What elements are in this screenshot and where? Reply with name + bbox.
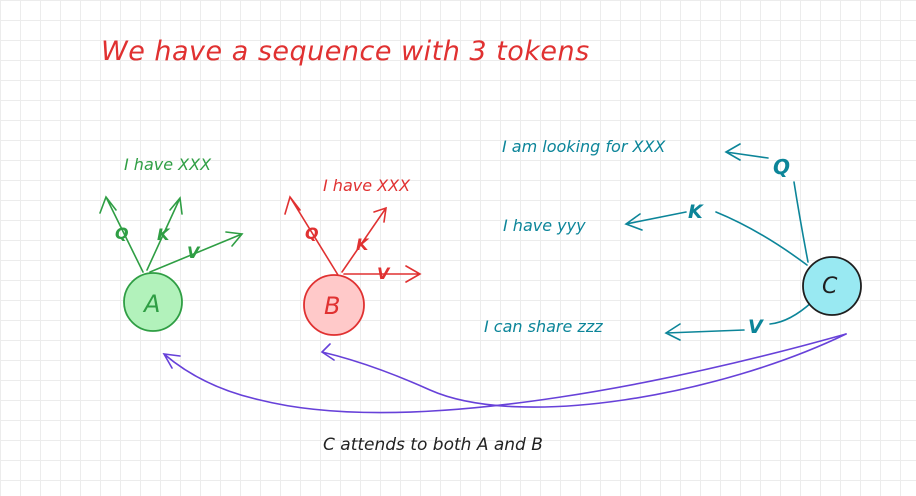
token-a-group	[99, 195, 244, 332]
token-b-group	[284, 195, 422, 336]
token-c-q-note: I am looking for XXX	[502, 137, 666, 156]
token-c-q-link	[793, 181, 809, 263]
token-c-k-note: I have yyy	[503, 216, 586, 235]
token-c-q-label: Q	[773, 155, 791, 179]
token-a-q-label: Q	[115, 224, 129, 243]
token-a-v-arrow	[149, 231, 244, 273]
token-a-note: I have XXX	[124, 155, 212, 174]
token-a-v-label: V	[187, 243, 200, 262]
attention-arrow-c-to-b	[320, 333, 847, 408]
token-a-q-arrow	[99, 195, 144, 273]
token-a-k-arrow	[146, 196, 183, 271]
token-b-circle[interactable]	[303, 274, 365, 336]
token-c-v-label: V	[748, 316, 763, 338]
token-c-k-link	[715, 211, 808, 266]
token-c-k-label: K	[688, 201, 703, 223]
token-c-v-arrow	[664, 323, 745, 341]
token-b-k-label: K	[356, 235, 369, 254]
token-b-v-label: V	[377, 264, 390, 283]
token-c-label: C	[822, 274, 838, 299]
token-b-note: I have XXX	[323, 176, 411, 195]
token-b-q-arrow	[284, 195, 339, 276]
token-c-k-arrow	[624, 211, 687, 231]
token-b-label: B	[324, 292, 341, 320]
token-a-k-label: K	[157, 225, 170, 244]
token-c-group	[624, 143, 862, 341]
token-b-k-arrow	[341, 206, 387, 273]
token-b-q-label: Q	[305, 224, 319, 243]
attention-arrow-c-to-a	[162, 333, 847, 414]
token-c-q-arrow	[724, 143, 769, 161]
token-c-v-link	[769, 301, 813, 325]
attention-arrows	[162, 333, 847, 414]
caption: C attends to both A and B	[323, 435, 543, 455]
page-title: We have a sequence with 3 tokens	[101, 36, 590, 67]
token-a-circle[interactable]	[123, 272, 183, 332]
token-a-label: A	[144, 290, 161, 318]
token-c-v-note: I can share zzz	[484, 317, 603, 336]
token-c-circle[interactable]	[802, 256, 862, 316]
token-b-v-arrow	[343, 265, 422, 283]
